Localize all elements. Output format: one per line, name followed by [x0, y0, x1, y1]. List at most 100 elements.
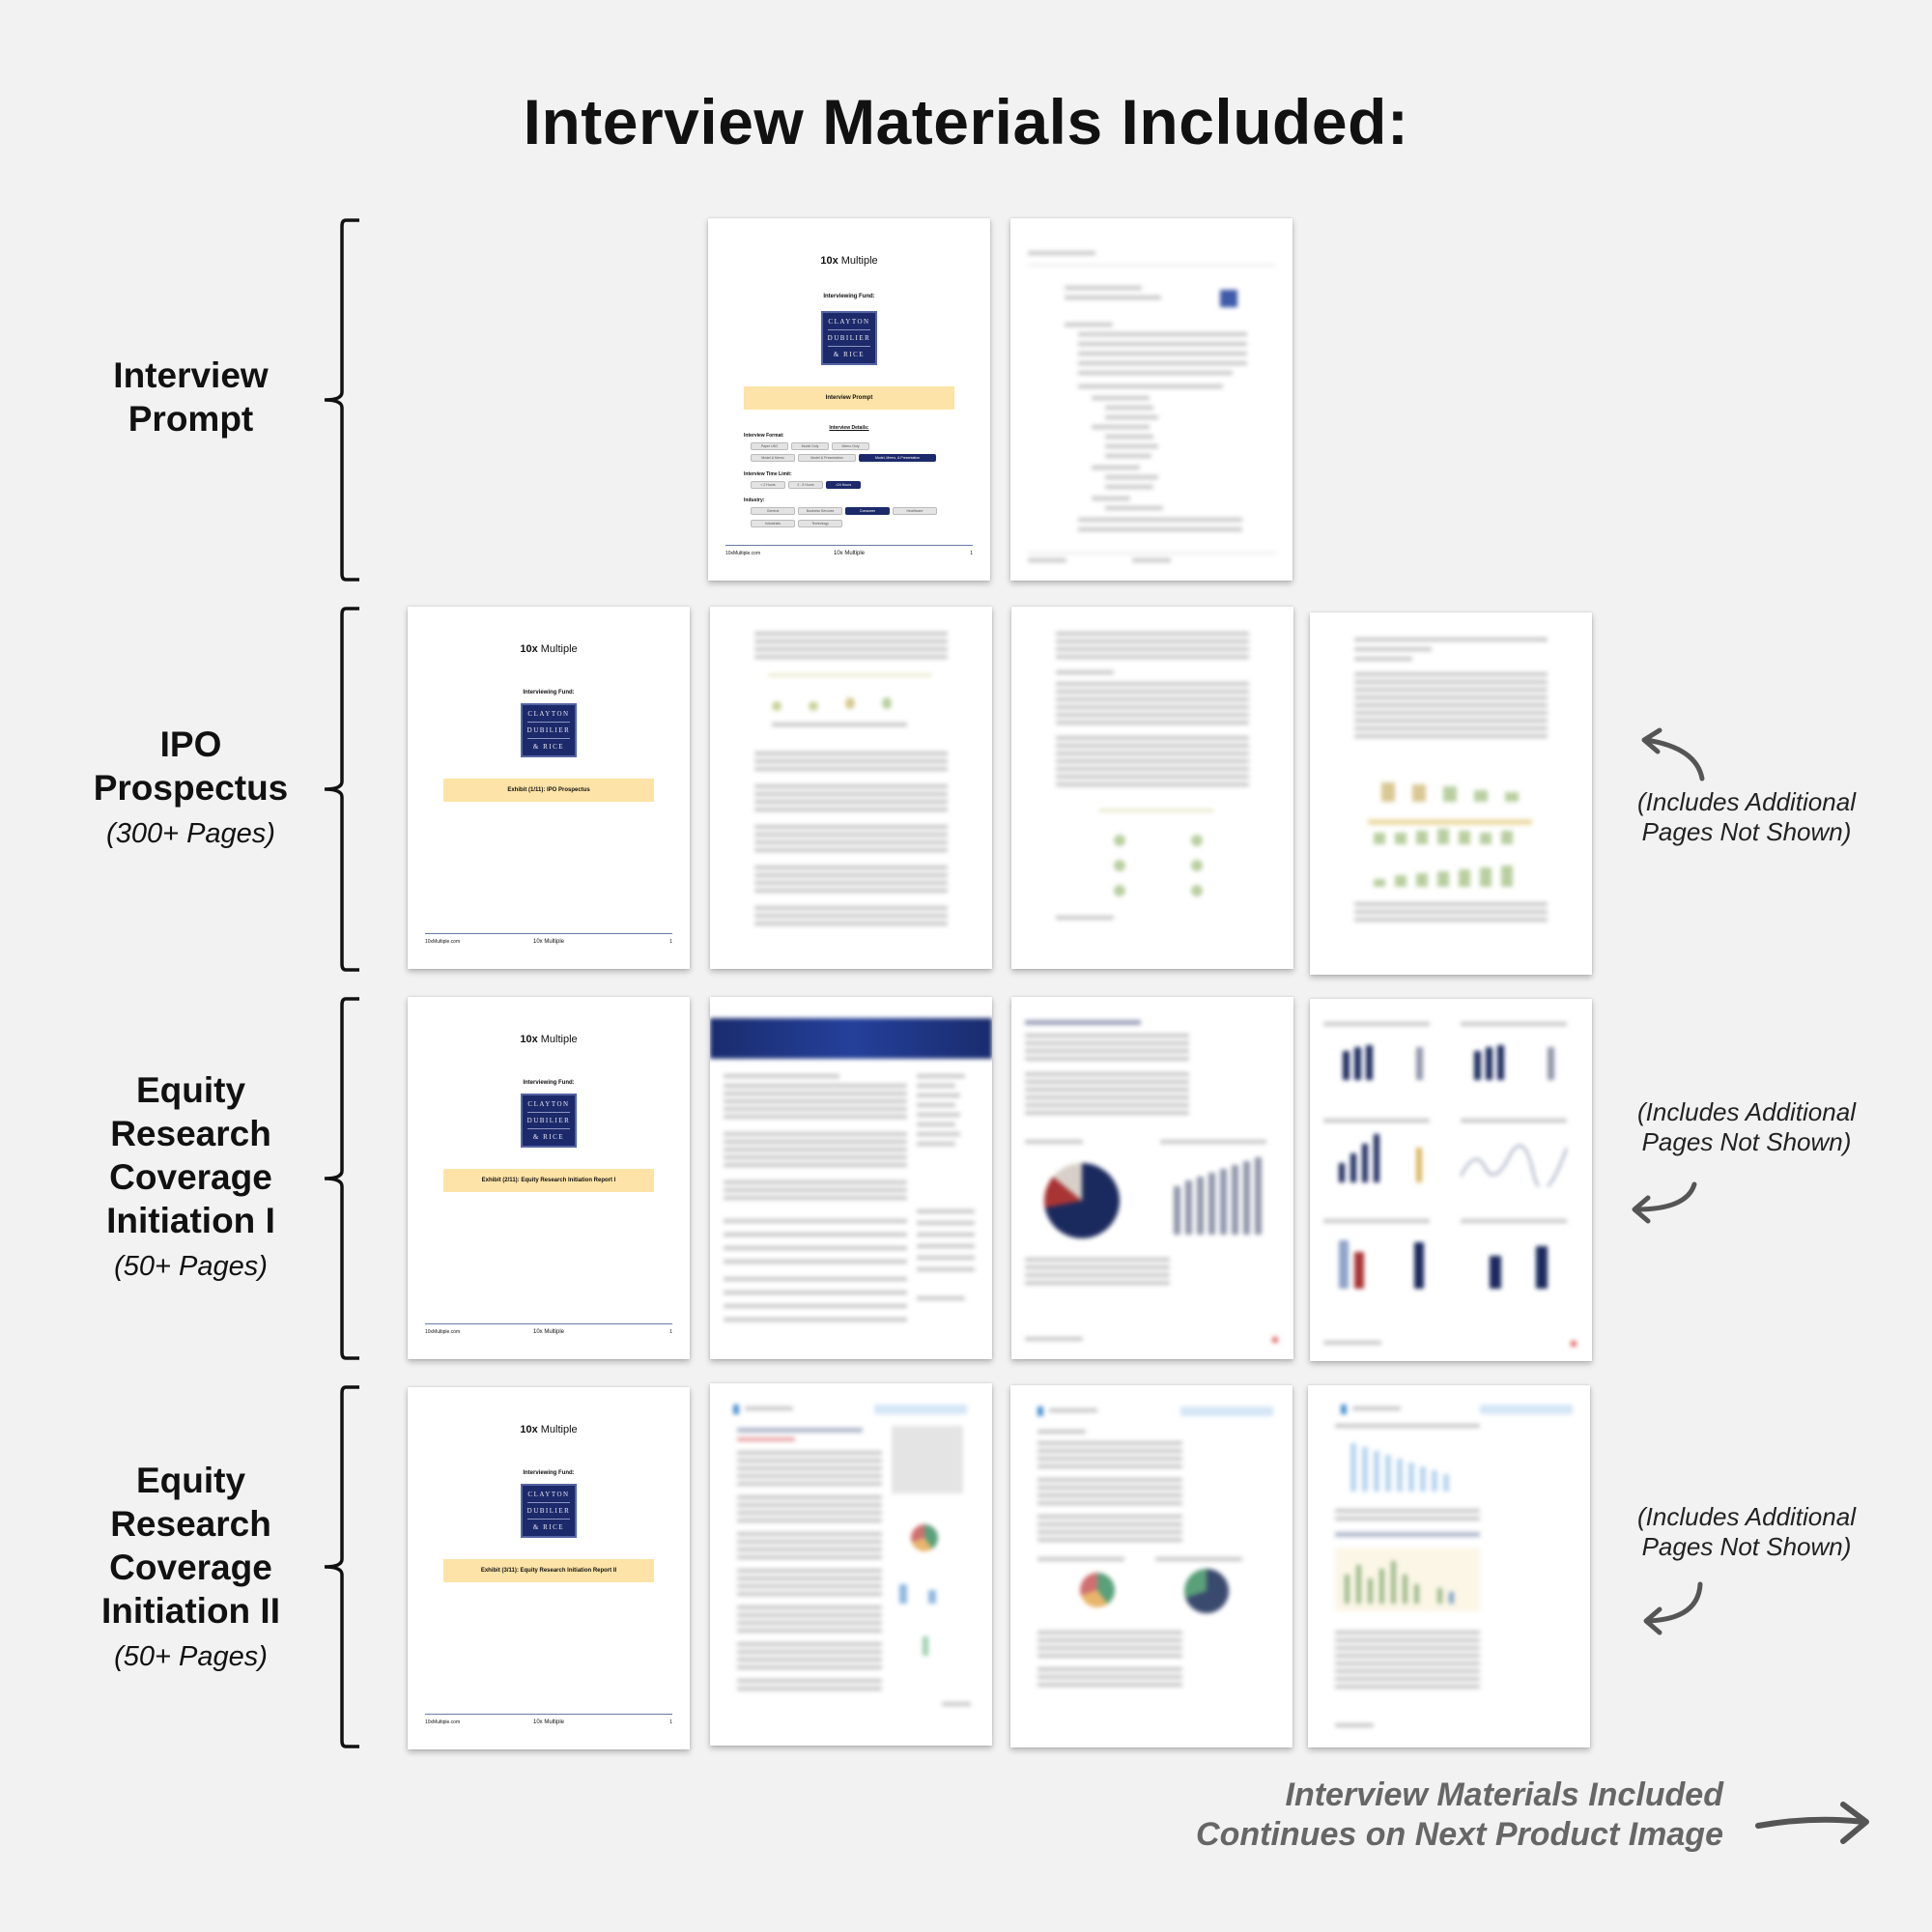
footer-brand: 10x Multiple: [532, 1329, 564, 1335]
footer-website: 10xMultiple.com: [425, 939, 461, 945]
ipo-page-blurred: [710, 607, 992, 969]
bracket-icon: [324, 218, 359, 582]
prompt-page-blurred: [1010, 218, 1293, 581]
page-footer: 10xMultiple.com 10x Multiple 1: [425, 1714, 672, 1728]
fund-logo-line: CLAYTON: [527, 710, 570, 718]
footer-website: 10xMultiple.com: [425, 1329, 461, 1335]
row-name-line: Research: [110, 1504, 271, 1544]
additional-pages-note: (Includes Additional Pages Not Shown): [1611, 1502, 1882, 1562]
fund-logo-line: DUBILIER: [526, 1117, 571, 1124]
footer-brand: 10x Multiple: [532, 1719, 564, 1725]
row-label-interview-prompt: Interview Prompt: [58, 354, 324, 440]
note-line: Pages Not Shown): [1641, 1532, 1852, 1561]
fund-logo-line: CLAYTON: [828, 318, 870, 326]
additional-pages-note: (Includes Additional Pages Not Shown): [1611, 1097, 1882, 1157]
additional-pages-note: (Includes Additional Pages Not Shown): [1611, 787, 1882, 847]
fund-logo: CLAYTON DUBILIER & RICE: [821, 311, 877, 365]
row-name-line: Prompt: [128, 399, 254, 439]
blurred-content: [1011, 607, 1293, 969]
document-banner: Exhibit (2/11): Equity Research Initiati…: [443, 1169, 654, 1192]
footer-brand: 10x Multiple: [833, 551, 865, 556]
brand-logo: 10x Multiple: [408, 1034, 690, 1045]
logo-text: Multiple: [540, 1424, 578, 1435]
fund-label: Interviewing Fund:: [823, 294, 875, 299]
fund-logo-line: DUBILIER: [526, 726, 571, 734]
row-name-line: Research: [110, 1114, 271, 1153]
fund-logo-line: CLAYTON: [527, 1491, 570, 1498]
footer-website: 10xMultiple.com: [725, 551, 761, 556]
logo-bold: 10x: [820, 255, 838, 267]
blurred-content: [710, 1383, 992, 1746]
footer-page-number: 1: [970, 551, 973, 556]
blurred-content: [1310, 612, 1592, 975]
fund-logo-line: CLAYTON: [527, 1100, 570, 1108]
interview-details-title: Interview Details:: [829, 425, 869, 431]
note-line: (Includes Additional: [1637, 787, 1856, 816]
document-banner: Interview Prompt: [744, 386, 954, 410]
fund-label: Interviewing Fund:: [523, 1470, 575, 1476]
continue-line: Continues on Next Product Image: [1196, 1816, 1723, 1853]
format-chip: Model & Presentation: [798, 454, 856, 462]
time-chip: 2 - 5 Hours: [788, 481, 823, 489]
ipo-page-blurred: [1011, 607, 1293, 969]
industry-chip: Technology: [798, 520, 842, 527]
logo-text: Multiple: [840, 255, 878, 267]
footer-page-number: 1: [669, 1329, 672, 1335]
blurred-content: [1010, 1385, 1293, 1747]
blurred-content: [1010, 218, 1293, 581]
industry-label: Industry:: [744, 497, 765, 503]
fund-logo: CLAYTON DUBILIER & RICE: [521, 1094, 577, 1148]
curved-arrow-down-icon: [1632, 1181, 1697, 1224]
document-banner: Exhibit (1/11): IPO Prospectus: [443, 779, 654, 802]
row-name-line: Equity: [135, 1461, 246, 1500]
logo-bold: 10x: [520, 1424, 538, 1435]
time-chip: < 2 Hours: [751, 481, 785, 489]
er2-cover-page: 10x Multiple Interviewing Fund: CLAYTON …: [408, 1387, 690, 1749]
blurred-content: [1310, 999, 1592, 1361]
row-name-line: Initiation I: [106, 1201, 275, 1240]
industry-chip-selected: Consumer: [845, 507, 890, 515]
fund-logo-line: & RICE: [833, 351, 866, 358]
er2-page-blurred: [1308, 1385, 1590, 1747]
footer-brand: 10x Multiple: [532, 939, 564, 945]
note-line: (Includes Additional: [1637, 1502, 1856, 1531]
row-name-line: Initiation II: [101, 1591, 280, 1631]
fund-label: Interviewing Fund:: [523, 690, 575, 696]
note-line: Pages Not Shown): [1641, 1127, 1852, 1156]
logo-bold: 10x: [520, 1034, 538, 1045]
continue-note: Interview Materials Included Continues o…: [1196, 1776, 1723, 1855]
er1-cover-page: 10x Multiple Interviewing Fund: CLAYTON …: [408, 997, 690, 1359]
curved-arrow-down-icon: [1643, 1581, 1703, 1635]
row-page-count: (50+ Pages): [114, 1251, 268, 1282]
format-chip: Model & Memo: [751, 454, 795, 462]
page-title: Interview Materials Included:: [523, 86, 1409, 157]
row-label-ipo-prospectus: IPO Prospectus (300+ Pages): [58, 723, 324, 854]
brand-logo: 10x Multiple: [408, 643, 690, 655]
continue-line: Interview Materials Included: [1285, 1776, 1723, 1813]
note-line: Pages Not Shown): [1641, 817, 1852, 846]
page-footer: 10xMultiple.com 10x Multiple 1: [725, 545, 973, 559]
fund-logo-line: & RICE: [532, 743, 565, 751]
fund-logo-line: DUBILIER: [526, 1507, 571, 1515]
curved-arrow-up-icon: [1641, 727, 1705, 781]
er1-page-blurred: [1310, 999, 1592, 1361]
format-chip-selected: Model, Memo, & Presentation: [859, 454, 936, 462]
page-footer: 10xMultiple.com 10x Multiple 1: [425, 1323, 672, 1338]
er1-page-blurred: [1011, 997, 1293, 1359]
fund-logo-line: & RICE: [532, 1523, 565, 1531]
document-banner: Exhibit (3/11): Equity Research Initiati…: [443, 1559, 654, 1582]
logo-text: Multiple: [540, 1034, 578, 1045]
footer-page-number: 1: [669, 939, 672, 945]
industry-chip: Industrials: [751, 520, 795, 527]
industry-chip: General: [751, 507, 795, 515]
format-label: Interview Format:: [744, 433, 784, 439]
fund-logo-line: & RICE: [532, 1133, 565, 1141]
row-page-count: (50+ Pages): [114, 1641, 268, 1672]
logo-bold: 10x: [520, 643, 538, 655]
er2-page-blurred: [1010, 1385, 1293, 1747]
format-chip: Memo Only: [832, 442, 869, 450]
industry-chip: Business Services: [798, 507, 842, 515]
blurred-content: [710, 607, 992, 969]
blurred-content: [710, 997, 992, 1359]
ipo-cover-page: 10x Multiple Interviewing Fund: CLAYTON …: [408, 607, 690, 969]
